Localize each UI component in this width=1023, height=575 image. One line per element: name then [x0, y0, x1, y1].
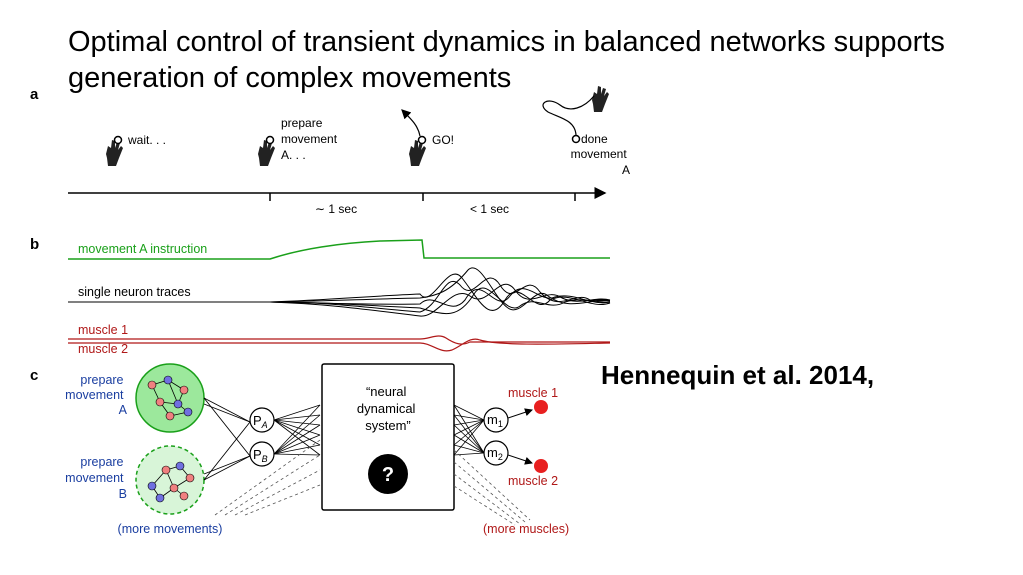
prepare-movement-a-label: prepare movement A. . . [281, 116, 340, 162]
m2-output-arrow [507, 454, 533, 465]
m1-node [483, 407, 509, 433]
go-label: GO! [432, 133, 454, 147]
more-muscles-connections [453, 449, 531, 526]
interval-1-label: ∼ 1 sec [315, 202, 357, 216]
hand-icon [258, 140, 275, 166]
citation: Hennequin et al. 2014, [601, 360, 875, 390]
motion-arrow-icon [401, 109, 421, 137]
panel-b-label: b [30, 236, 39, 253]
done-movement-a-label: done movement A [571, 132, 630, 177]
hand-icon [592, 86, 609, 112]
fingertip-circle-icon [113, 135, 123, 145]
muscle-2-output-label: muscle 2 [508, 474, 558, 488]
p-b-label: PB [253, 447, 268, 464]
neuron-traces [68, 267, 611, 317]
neural-system-label: “neural dynamical system” [357, 384, 419, 433]
question-icon [368, 454, 408, 494]
muscle-1-label: muscle 1 [78, 323, 128, 337]
more-muscles-label: (more muscles) [483, 522, 569, 536]
network-a-icon [135, 363, 205, 433]
muscle-1-output-label: muscle 1 [508, 386, 558, 400]
neural-system-box [321, 363, 455, 511]
more-movements-connections [214, 439, 321, 516]
prepare-movement-b-label: prepare movement B [65, 455, 127, 501]
question-mark: ? [382, 464, 394, 486]
p-b-node [249, 441, 275, 467]
prepare-movement-a-label: prepare movement A [65, 373, 128, 417]
instruction-label: movement A instruction [78, 242, 207, 256]
muscle-2-trace [68, 338, 611, 352]
muscle-1-trace [68, 335, 610, 345]
fingertip-circle-icon [417, 135, 427, 145]
p-to-system-connections [273, 404, 321, 456]
wait-label: wait. . . [127, 133, 166, 147]
network-b-icon [135, 445, 205, 515]
movement-trajectory-icon [542, 95, 595, 136]
m1-output-arrow [507, 408, 533, 419]
fingertip-circle-icon [265, 135, 275, 145]
m1-label: m1 [487, 412, 503, 429]
panel-c-label: c [30, 367, 38, 384]
muscle-1-dot [534, 400, 548, 414]
slide-title: Optimal control of transient dynamics in… [68, 26, 945, 94]
instruction-trace [68, 239, 610, 260]
hand-icon [106, 140, 123, 166]
fingertip-circle-icon [571, 134, 581, 144]
panel-a-label: a [30, 86, 39, 103]
interval-2-label: < 1 sec [470, 202, 509, 216]
more-movements-label: (more movements) [118, 522, 223, 536]
m2-node [483, 440, 509, 466]
p-a-node [249, 407, 275, 433]
p-a-label: PA [253, 413, 268, 430]
input-connections [203, 397, 251, 481]
muscle-2-label: muscle 2 [78, 342, 128, 356]
m2-label: m2 [487, 445, 503, 462]
muscle-2-dot [534, 459, 548, 473]
neuron-traces-label: single neuron traces [78, 285, 191, 299]
system-to-m-connections [453, 404, 485, 456]
